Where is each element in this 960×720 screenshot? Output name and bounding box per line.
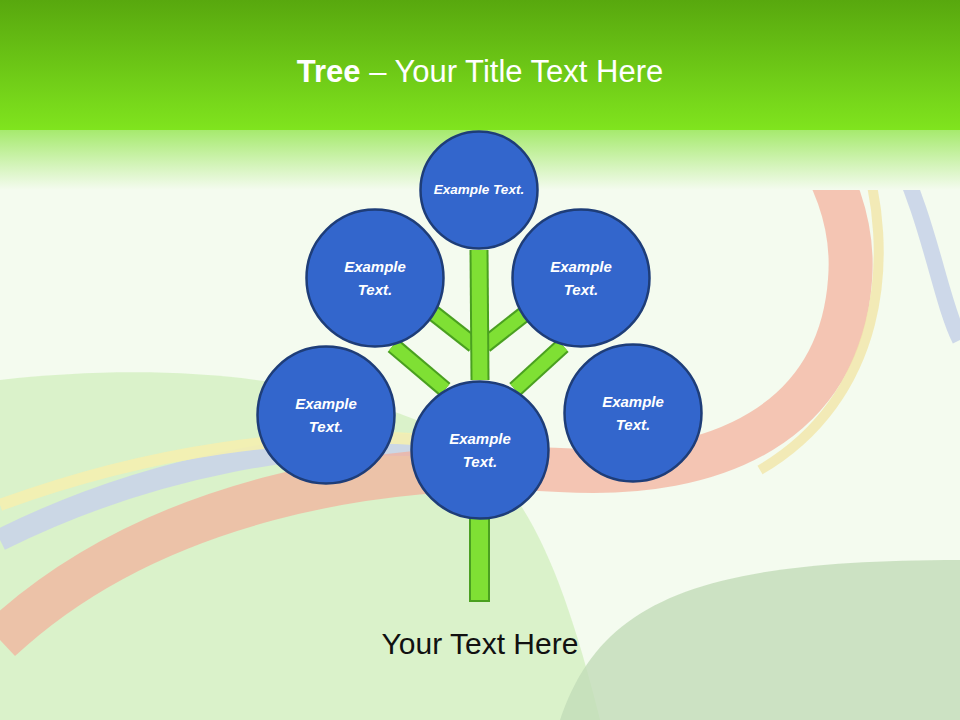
- circle-node: Example Text.: [410, 380, 550, 520]
- connector-fill: [479, 250, 480, 380]
- circle-shape: [305, 208, 445, 348]
- circle-shape: [256, 345, 396, 485]
- tree-branch-connector: [515, 346, 563, 390]
- branch: [485, 312, 527, 345]
- trunk-base: [470, 515, 489, 601]
- node-label: Example Text.: [280, 392, 372, 438]
- connector-fill: [515, 346, 563, 390]
- title-rest: – Your Title Text Here: [361, 54, 664, 89]
- slide-caption: Your Text Here: [0, 624, 960, 664]
- slide-title: Tree – Your Title Text Here: [0, 52, 960, 92]
- swirl-grey-green: [560, 560, 960, 720]
- tree-branch-connector: [393, 346, 445, 390]
- branch-outline: [432, 312, 474, 345]
- circle-node: Example Text.: [305, 208, 445, 348]
- title-bold: Tree: [297, 54, 361, 89]
- node-label: Example Text.: [434, 427, 526, 473]
- circle-fill: [412, 382, 549, 519]
- circle-node: Example Text.: [256, 345, 396, 485]
- node-label: Example Text.: [587, 390, 679, 436]
- circle-fill: [258, 347, 395, 484]
- circle-shape: [511, 208, 651, 348]
- tree-branch-connector: [479, 250, 480, 380]
- circle-node: Example Text.: [563, 343, 703, 483]
- circle-fill: [421, 132, 538, 249]
- circle-node: Example Text.: [419, 130, 539, 250]
- branch: [432, 312, 474, 345]
- circle-shape: [410, 380, 550, 520]
- circle-shape: [563, 343, 703, 483]
- header-bar: [0, 0, 960, 130]
- node-label: Example Text.: [535, 255, 627, 301]
- circle-fill: [513, 210, 650, 347]
- connector-outline: [479, 250, 480, 380]
- connector-fill: [393, 346, 445, 390]
- circle-fill: [565, 345, 702, 482]
- circle-fill: [307, 210, 444, 347]
- connector-outline: [515, 346, 563, 390]
- branch-outline: [485, 312, 527, 345]
- node-label: Example Text.: [434, 180, 524, 200]
- node-label: Example Text.: [329, 255, 421, 301]
- circle-node: Example Text.: [511, 208, 651, 348]
- connector-outline: [393, 346, 445, 390]
